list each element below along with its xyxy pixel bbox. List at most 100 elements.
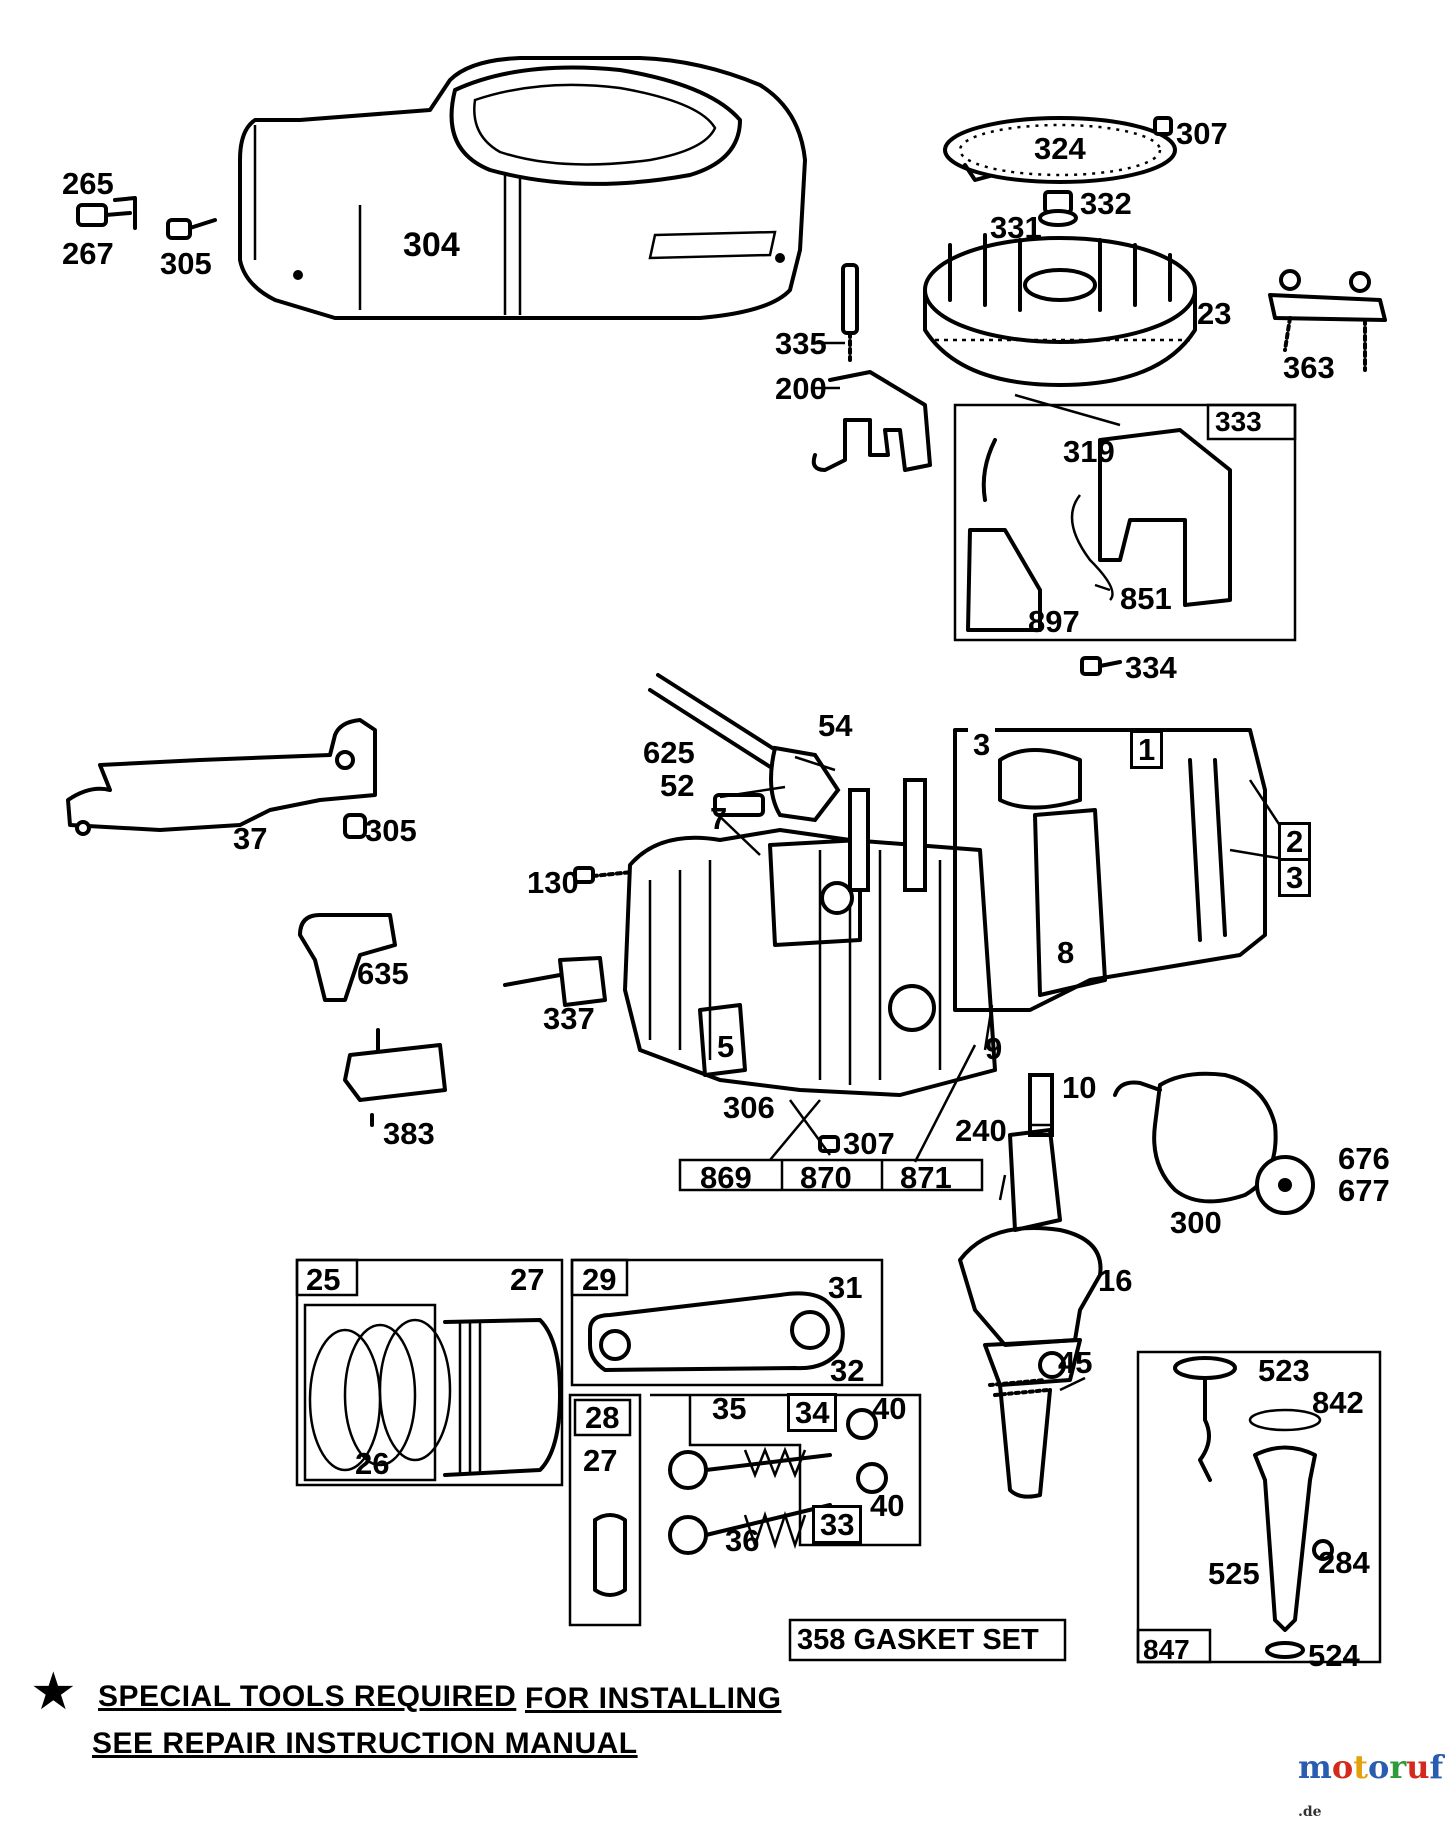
piston-pin-box-28: [568, 1393, 642, 1627]
part-label: 16: [1098, 1263, 1133, 1298]
part-label: 25: [306, 1262, 341, 1297]
watermark-letter: u: [1406, 1748, 1430, 1786]
gasket-set-label: 358 GASKET SET: [797, 1624, 1039, 1656]
part-label: 300: [1170, 1205, 1222, 1240]
bracket-200: [811, 263, 932, 472]
part-label: 10: [1062, 1070, 1097, 1105]
part-label: 31: [828, 1270, 863, 1305]
part-label: 5: [712, 1030, 740, 1063]
armature-box-333: [953, 403, 1297, 642]
part-label: 331: [990, 210, 1042, 245]
flywheel-23: [923, 233, 1197, 387]
part-label: 319: [1063, 434, 1115, 469]
installing-note: FOR INSTALLING: [525, 1682, 782, 1715]
part-label: 305: [365, 813, 417, 848]
part-label: 847: [1143, 1634, 1190, 1665]
bracket-363: [1268, 269, 1387, 372]
watermark-letter: o: [1367, 1748, 1390, 1786]
part-label: 842: [1312, 1385, 1364, 1420]
part-label: 130: [527, 865, 579, 900]
part-label: 8: [1057, 935, 1075, 970]
part-label: 324: [1034, 131, 1086, 166]
part-label: 306: [723, 1090, 775, 1125]
part-label: 307: [843, 1126, 895, 1161]
spark-tester-383: [343, 1028, 447, 1127]
special-tools-note: SPECIAL TOOLS REQUIRED: [98, 1680, 517, 1713]
part-label: 676: [1338, 1141, 1390, 1176]
part-label: 28: [585, 1400, 620, 1435]
spark-plug-337: [503, 866, 634, 1007]
part-label: 35: [712, 1391, 747, 1426]
part-label: 523: [1258, 1353, 1310, 1388]
part-label: 34: [787, 1393, 838, 1432]
part-label: 333: [1215, 406, 1262, 437]
part-label: 7: [710, 801, 728, 836]
part-label: 851: [1120, 581, 1172, 616]
part-label: 3: [968, 728, 996, 761]
part-label: 29: [582, 1262, 617, 1297]
part-label: 37: [233, 821, 268, 856]
crankshaft-16: [958, 1073, 1103, 1499]
spark-plug-boot-635: [298, 913, 397, 1002]
part-label: 307: [1176, 116, 1228, 151]
part-label: 305: [160, 246, 212, 281]
part-label: 332: [1080, 186, 1132, 221]
part-label: 869: [700, 1160, 752, 1195]
repair-manual-note: SEE REPAIR INSTRUCTION MANUAL: [92, 1727, 638, 1760]
part-label: 52: [660, 768, 695, 803]
part-label: 200: [775, 371, 827, 406]
watermark-letter: r: [1389, 1748, 1407, 1786]
oil-fill-box-847: [1136, 1350, 1382, 1664]
part-label: 677: [1338, 1173, 1390, 1208]
part-label: 304: [403, 226, 460, 264]
part-label: 23: [1197, 296, 1232, 331]
watermark-letter: t: [1353, 1748, 1368, 1786]
valve-assembly: [650, 1393, 922, 1555]
part-label: 45: [1058, 1345, 1093, 1380]
part-label: 267: [62, 236, 114, 271]
watermark-letter: m: [1298, 1748, 1332, 1786]
part-label: 334: [1125, 650, 1177, 685]
part-label: 40: [872, 1391, 907, 1426]
part-label: 3: [1278, 858, 1312, 897]
watermark-suffix: .de: [1298, 1804, 1322, 1820]
part-label: 27: [510, 1262, 545, 1297]
part-label: 2: [1278, 822, 1312, 861]
connecting-rod-29: [570, 1258, 884, 1387]
part-label: 625: [643, 735, 695, 770]
rotating-screen-324: [943, 116, 1177, 227]
part-label: 1: [1130, 730, 1164, 769]
screws-265-267-305: [76, 196, 217, 240]
gasket-set-box: [788, 1618, 1067, 1662]
part-label: 284: [1318, 1545, 1370, 1580]
part-label: 32: [830, 1353, 865, 1388]
part-label: 240: [955, 1113, 1007, 1148]
part-label: 635: [357, 956, 409, 991]
blower-housing-304: [238, 56, 807, 320]
part-label: 27: [583, 1443, 618, 1478]
part-label: 363: [1283, 350, 1335, 385]
air-baffle-37: [66, 718, 377, 836]
part-label: 383: [383, 1116, 435, 1151]
engine-block: [623, 728, 1267, 1097]
part-label: 9: [985, 1031, 1003, 1066]
watermark-logo: motoruf .de: [1298, 1748, 1456, 1824]
watermark-letter: o: [1331, 1748, 1354, 1786]
part-label: 40: [870, 1488, 905, 1523]
watermark-letter: f: [1429, 1748, 1444, 1786]
piston-box-25: [295, 1258, 564, 1487]
part-label: 26: [355, 1446, 390, 1481]
part-label: 524: [1308, 1638, 1360, 1673]
part-label: 871: [900, 1160, 952, 1195]
part-label: 335: [775, 326, 827, 361]
part-label: 870: [800, 1160, 852, 1195]
part-label: 337: [543, 1001, 595, 1036]
part-label: 897: [1028, 604, 1080, 639]
part-label: 33: [812, 1505, 863, 1544]
part-label: 525: [1208, 1556, 1260, 1591]
starter-clutch-300: [1113, 1071, 1315, 1215]
part-label: 265: [62, 166, 114, 201]
star-icon: ★: [30, 1663, 77, 1721]
part-label: 36: [725, 1523, 760, 1558]
